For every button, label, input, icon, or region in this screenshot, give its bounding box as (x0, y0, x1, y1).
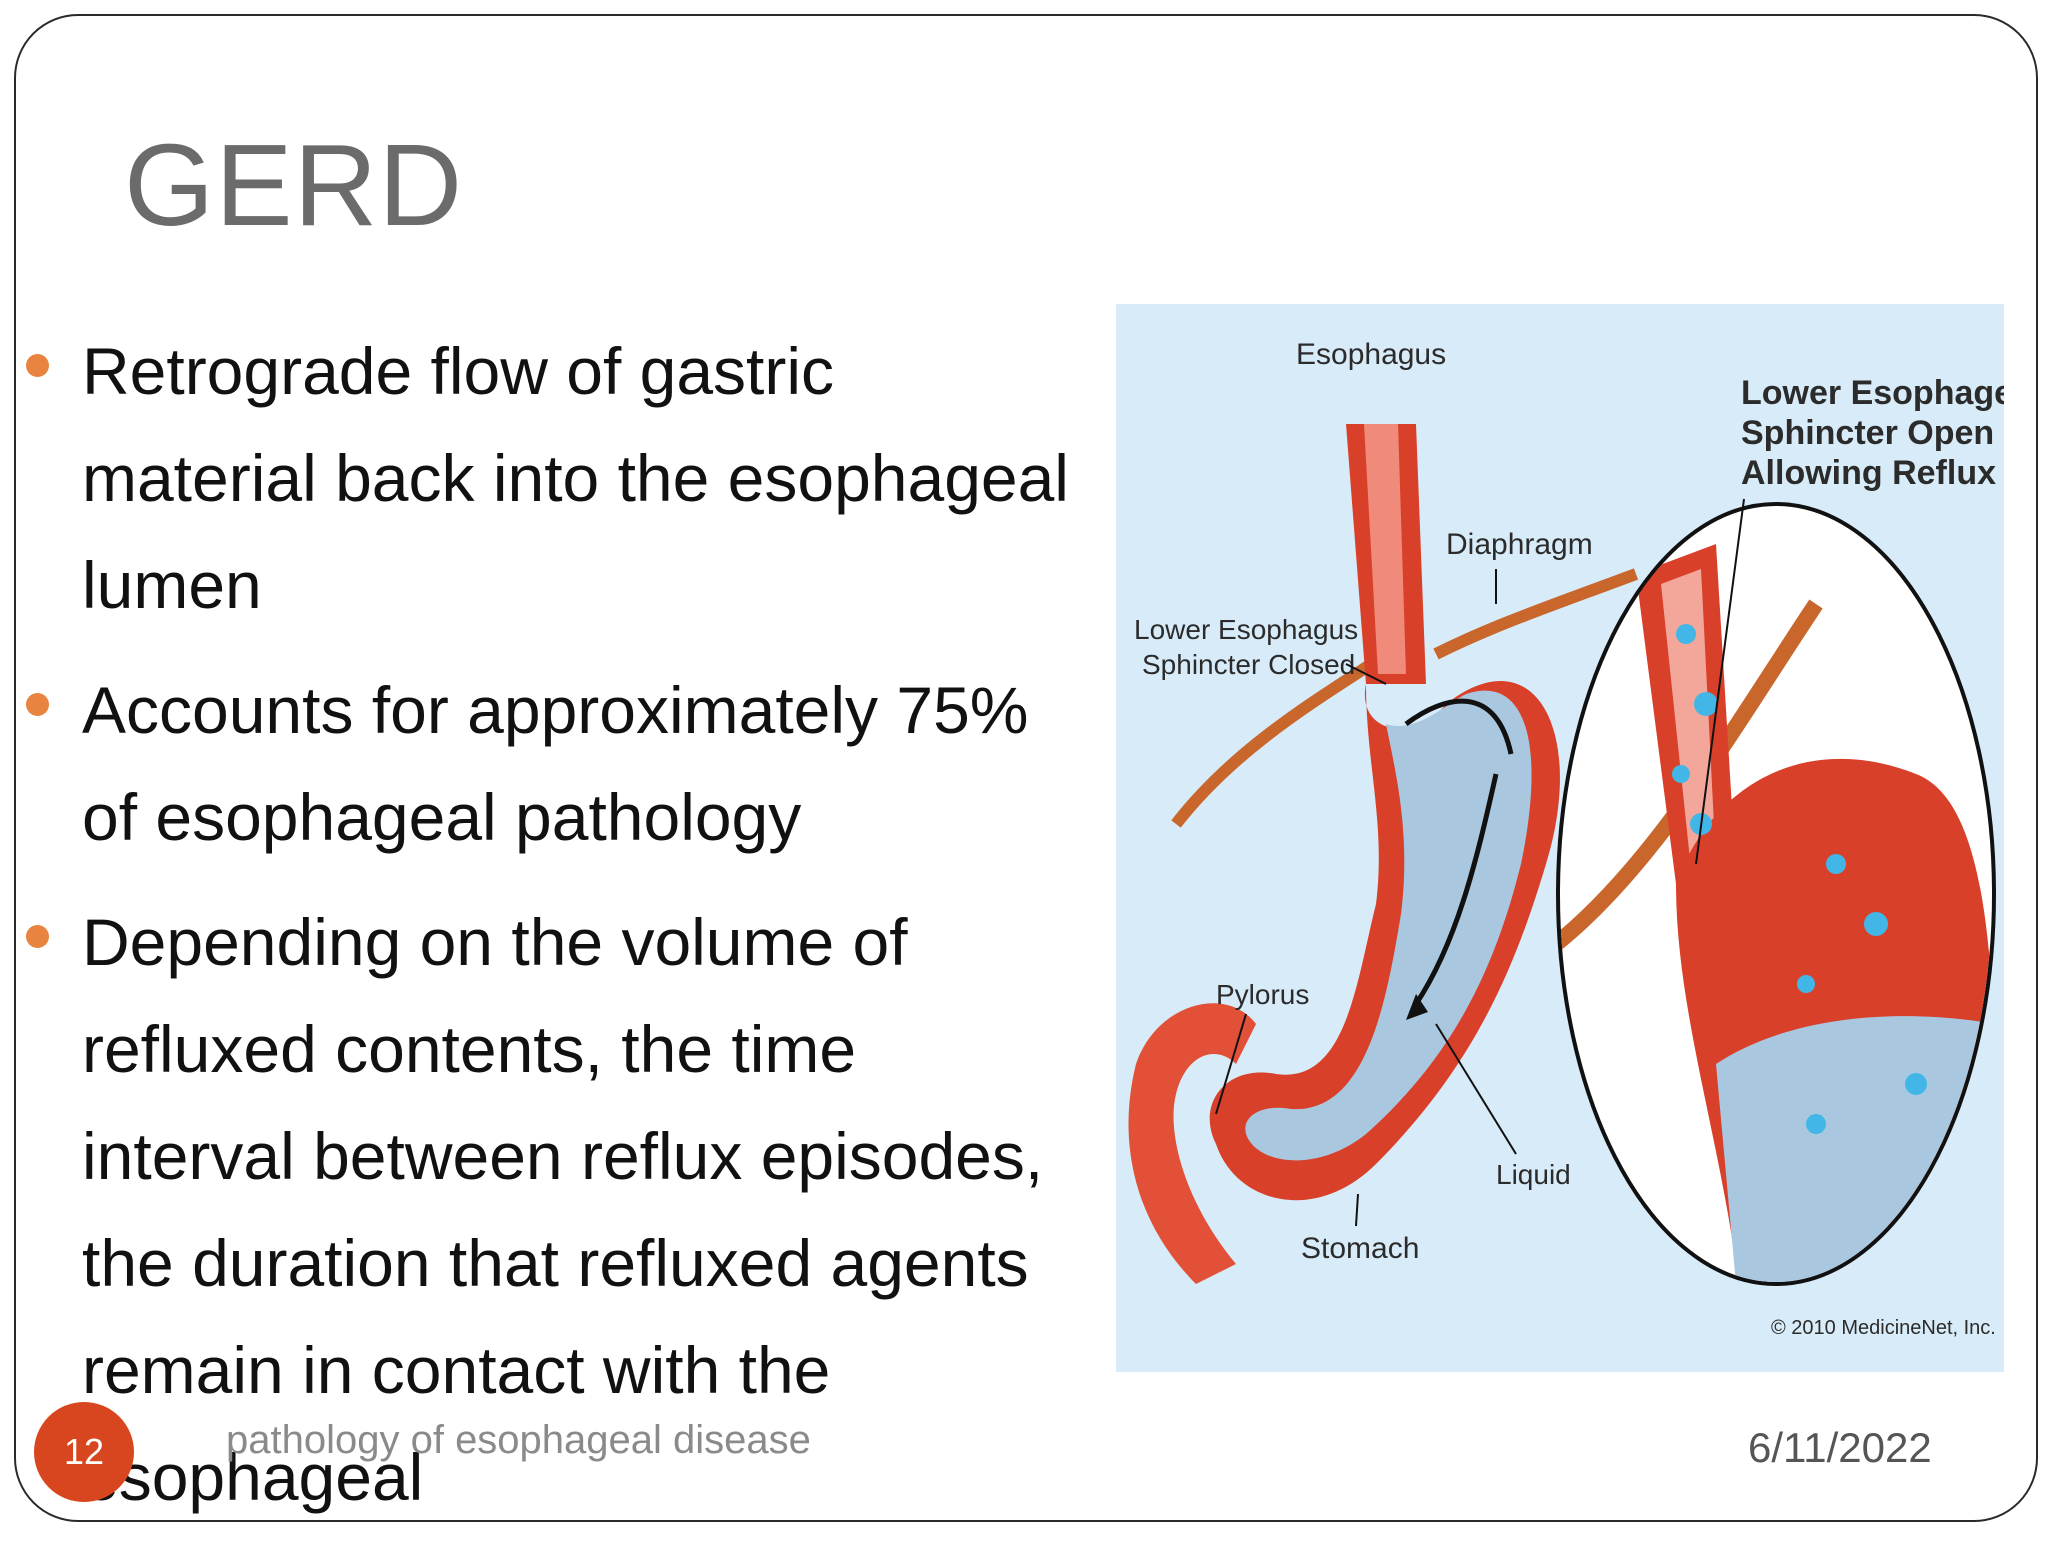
reflux-arrow (1413, 773, 1499, 1006)
gerd-illustration: Esophagus Lower Esophageal Sphincter Ope… (1116, 304, 2004, 1372)
bullet-item: Retrograde flow of gastric material back… (26, 318, 1086, 639)
label-liquid: Liquid (1496, 1159, 1571, 1190)
stomach-liquid (1245, 690, 1532, 1161)
bullet-dot-icon (26, 925, 49, 948)
label-esophagus: Esophagus (1296, 338, 1446, 371)
label-les-open: Sphincter Open (1741, 414, 1994, 452)
arrow-head-icon (1406, 994, 1428, 1020)
label-pylorus: Pylorus (1216, 979, 1309, 1010)
bullet-text: Retrograde flow of gastric material back… (82, 334, 1069, 622)
bullet-list: Retrograde flow of gastric material back… (26, 318, 1086, 1549)
slide-title: GERD (124, 120, 464, 250)
label-les-closed: Sphincter Closed (1142, 649, 1355, 680)
esophagus-zoom-lumen (1661, 569, 1716, 869)
diaphragm-shape (1433, 568, 1639, 660)
label-les-open: Lower Esophageal (1741, 374, 2004, 412)
slide-frame (14, 14, 2038, 1522)
footer-date: 6/11/2022 (1748, 1424, 1932, 1471)
liquid-zoom (1716, 1016, 1992, 1282)
bullet-dot-icon (26, 354, 49, 377)
copyright-text: © 2010 MedicineNet, Inc. (1771, 1317, 1996, 1339)
footer-text: pathology of esophageal disease (226, 1418, 811, 1462)
reflux-arrow (1404, 698, 1514, 755)
bullet-item: Depending on the volume of refluxed cont… (26, 889, 1086, 1531)
label-les-open: Allowing Reflux (1741, 454, 1996, 492)
label-les-closed: Lower Esophagus (1134, 614, 1358, 645)
bullet-text: Accounts for approximately 75% of esopha… (82, 673, 1029, 854)
duodenum-shape (1128, 1003, 1256, 1284)
bullet-text: Depending on the volume of refluxed cont… (82, 905, 1044, 1514)
esophagus-lumen (1364, 424, 1406, 674)
bullet-item: Accounts for approximately 75% of esopha… (26, 657, 1086, 871)
bullet-dot-icon (26, 693, 49, 716)
page-number-badge: 12 (34, 1402, 134, 1502)
label-diaphragm: Diaphragm (1446, 528, 1593, 561)
label-stomach: Stomach (1301, 1232, 1419, 1265)
